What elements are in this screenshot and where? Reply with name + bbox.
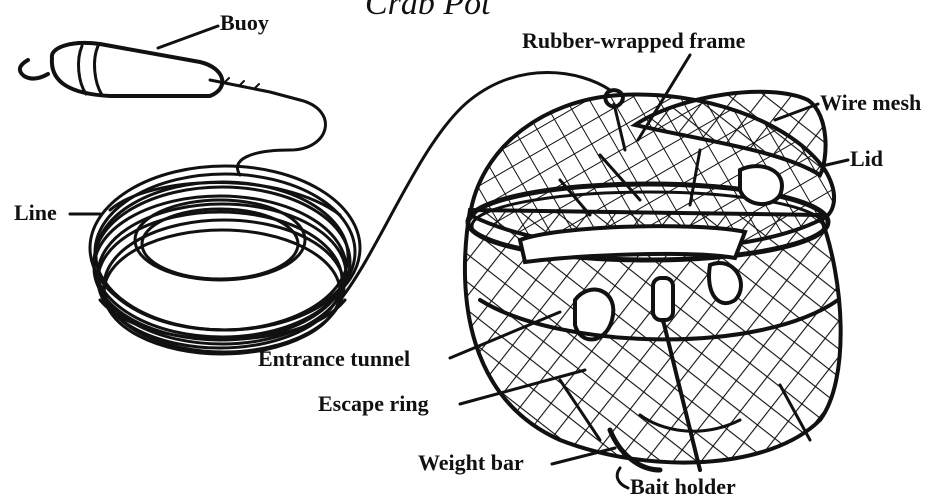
line-coil	[90, 166, 360, 354]
label-weight: Weight bar	[418, 448, 615, 475]
crab-pot	[465, 90, 841, 470]
label-escape-text: Escape ring	[318, 391, 429, 416]
label-line: Line	[14, 200, 100, 225]
label-buoy: Buoy	[158, 10, 269, 48]
label-frame-text: Rubber-wrapped frame	[522, 28, 746, 53]
label-buoy-text: Buoy	[220, 10, 269, 35]
label-bait: Bait holder	[617, 468, 736, 498]
label-lid: Lid	[822, 146, 883, 171]
label-line-text: Line	[14, 200, 57, 225]
label-mesh-text: Wire mesh	[820, 90, 921, 115]
title-fragment: Crab Pot	[365, 0, 492, 22]
label-lid-text: Lid	[850, 146, 883, 171]
label-tunnel-text: Entrance tunnel	[258, 346, 410, 371]
buoy	[20, 43, 300, 100]
label-weight-text: Weight bar	[418, 450, 524, 475]
label-bait-text: Bait holder	[630, 474, 736, 498]
